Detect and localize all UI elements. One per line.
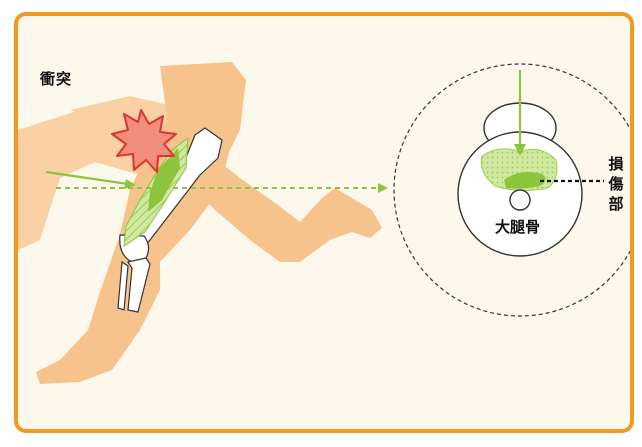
- injury-site-char-2: 傷: [607, 174, 625, 194]
- impact-label: 衝突: [40, 68, 72, 89]
- femur-section: [510, 190, 530, 210]
- injury-site-char-1: 損: [607, 154, 625, 174]
- zoom-guide-arrow-head-icon: [378, 183, 388, 193]
- femur-label: 大腿骨: [495, 216, 540, 237]
- injury-site-label: 損 傷 部: [607, 154, 625, 214]
- injury-site-char-3: 部: [607, 194, 625, 214]
